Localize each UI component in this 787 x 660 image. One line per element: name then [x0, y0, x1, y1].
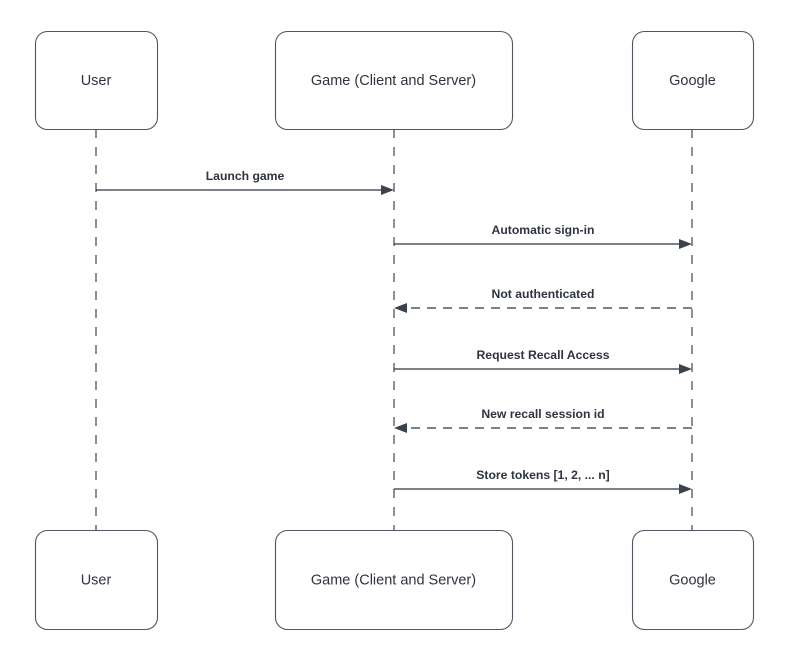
participant-box-shape [274, 30, 514, 131]
participant-box-shape [34, 529, 159, 631]
message-label-launch-game: Launch game [206, 169, 285, 183]
message-label-new-recall-session-id: New recall session id [481, 407, 604, 421]
participant-label-user: User [81, 73, 112, 89]
participant-box-shape [631, 30, 755, 131]
participant-label-user: User [81, 572, 112, 588]
participant-box-shape [34, 30, 159, 131]
participant-label-game: Game (Client and Server) [311, 572, 476, 588]
message-arrowhead-launch-game [381, 185, 394, 195]
participant-google-bottom[interactable]: Google [631, 529, 755, 631]
participant-label-game: Game (Client and Server) [311, 73, 476, 89]
message-arrowhead-store-tokens [679, 484, 692, 494]
message-arrowhead-request-recall-access [679, 364, 692, 374]
participant-label-google: Google [669, 572, 716, 588]
message-arrowhead-not-authenticated [394, 303, 407, 313]
participant-box-shape [631, 529, 755, 631]
message-label-store-tokens: Store tokens [1, 2, ... n] [476, 468, 609, 482]
participant-user-top[interactable]: User [34, 30, 159, 131]
participant-google-top[interactable]: Google [631, 30, 755, 131]
message-not-authenticated[interactable]: Not authenticated [394, 287, 692, 313]
participant-box-shape [274, 529, 514, 631]
message-request-recall-access[interactable]: Request Recall Access [394, 348, 692, 374]
message-launch-game[interactable]: Launch game [96, 169, 394, 195]
message-arrowhead-new-recall-session-id [394, 423, 407, 433]
message-new-recall-session-id[interactable]: New recall session id [394, 407, 692, 433]
participant-game-bottom[interactable]: Game (Client and Server) [274, 529, 514, 631]
lifelines-layer [95, 129, 693, 530]
message-store-tokens[interactable]: Store tokens [1, 2, ... n] [394, 468, 692, 494]
participant-game-top[interactable]: Game (Client and Server) [274, 30, 514, 131]
message-automatic-sign-in[interactable]: Automatic sign-in [394, 223, 692, 249]
participant-label-google: Google [669, 73, 716, 89]
message-label-automatic-sign-in: Automatic sign-in [492, 223, 595, 237]
message-label-not-authenticated: Not authenticated [492, 287, 595, 301]
message-label-request-recall-access: Request Recall Access [476, 348, 609, 362]
message-arrowhead-automatic-sign-in [679, 239, 692, 249]
participant-user-bottom[interactable]: User [34, 529, 159, 631]
